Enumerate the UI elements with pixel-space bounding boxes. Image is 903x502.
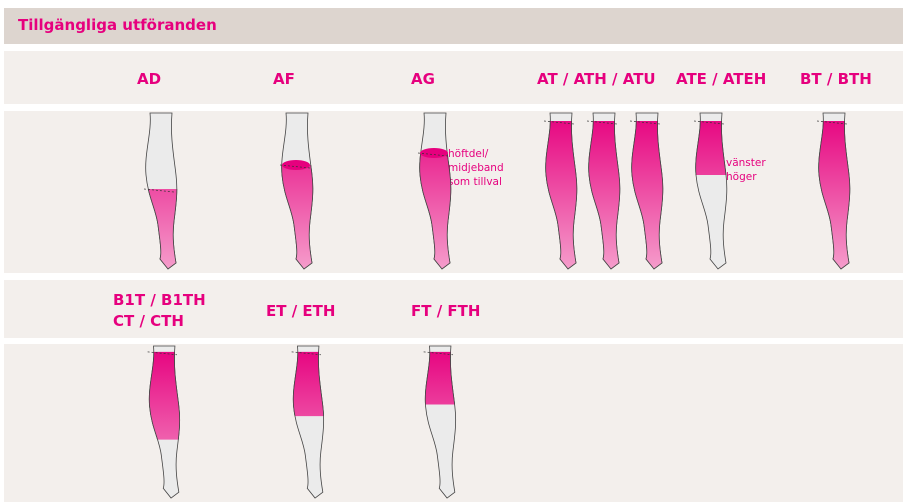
label-b1t-b1th: B1T / B1TH: [113, 291, 206, 310]
label-at-ath-atu: AT / ATH / ATU: [537, 70, 656, 89]
leg-figure-bt: [803, 113, 867, 271]
label-bt-bth: BT / BTH: [800, 70, 872, 89]
leg-figure-at-3: [616, 113, 680, 271]
leg-figure-ft: [410, 346, 474, 500]
label-ct-cth: CT / CTH: [113, 312, 184, 331]
leg-figure-af: [266, 113, 330, 271]
label-ag: AG: [411, 70, 435, 89]
stocking-fill: [632, 113, 663, 269]
stocking-fill: [819, 113, 850, 269]
label-af: AF: [273, 70, 295, 89]
leg-figure-b1t-ct: [134, 346, 198, 500]
leg-figure-ag: [404, 113, 468, 271]
label-ate-ateh: ATE / ATEH: [676, 70, 766, 89]
label-ad: AD: [137, 70, 161, 89]
section-header: Tillgängliga utföranden: [4, 8, 903, 44]
leg-figure-et: [278, 346, 342, 500]
label-ft-fth: FT / FTH: [411, 302, 480, 321]
section-title: Tillgängliga utföranden: [18, 16, 217, 34]
leg-figure-ad: [130, 113, 194, 271]
leg-figure-ate: [680, 113, 744, 271]
silicone-band: [420, 148, 448, 158]
label-et-eth: ET / ETH: [266, 302, 335, 321]
silicone-band: [282, 160, 310, 170]
